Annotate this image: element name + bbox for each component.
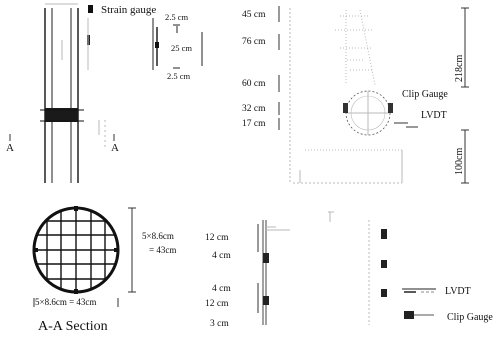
total-height-218: 218cm — [454, 55, 465, 82]
detail-gauge-right-1 — [381, 229, 387, 239]
clip-gauge-label-top: Clip Gauge — [402, 89, 448, 100]
spacing-4-b: 4 cm — [212, 284, 231, 294]
clip-gauge-marker-left — [343, 103, 348, 113]
height-60: 60 cm — [242, 79, 266, 89]
section-a-a-drawing — [32, 206, 136, 307]
section-caption: A-A Section — [38, 319, 108, 334]
test-setup-elevation: 45 cm 76 cm 60 cm 32 cm 17 cm — [242, 6, 469, 184]
total-height-100: 100cm — [454, 148, 465, 175]
column-elevation — [40, 3, 106, 183]
dim-bottom-2-5: 2.5 cm — [167, 71, 191, 81]
strain-gauge-band — [45, 108, 78, 122]
gauge-detail-drawing — [257, 211, 436, 325]
section-dim-right-1: 5×8.6cm — [142, 231, 174, 241]
section-cut-marks: A A — [6, 134, 119, 154]
detail-gauge-left-2 — [263, 296, 269, 305]
height-17: 17 cm — [242, 119, 266, 129]
height-45: 45 cm — [242, 10, 266, 20]
spacing-4-a: 4 cm — [212, 251, 231, 261]
dim-top-2-5: 2.5 cm — [165, 12, 189, 22]
height-32: 32 cm — [242, 104, 266, 114]
detail-gauge-right-3 — [381, 289, 387, 297]
dim-25: 25 cm — [171, 43, 192, 53]
section-mark-left: A — [6, 142, 14, 154]
detail-gauge-left-1 — [263, 253, 269, 263]
clip-gauge-marker-right — [388, 103, 393, 113]
height-76: 76 cm — [242, 37, 266, 47]
spacing-12-bottom: 12 cm — [205, 299, 229, 309]
strain-gauge-legend-icon — [88, 5, 93, 13]
strain-gauge-legend-label: Strain gauge — [101, 4, 156, 16]
lvdt-label-bottom: LVDT — [445, 286, 471, 297]
spacing-3: 3 cm — [210, 319, 229, 329]
detail-gauge-right-2 — [381, 260, 387, 268]
gauge-spacing-dimensions: 2.5 cm 25 cm 2.5 cm — [152, 12, 203, 81]
section-dim-bottom: 5×8.6cm = 43cm — [35, 297, 96, 307]
section-dim-right-2: = 43cm — [149, 245, 176, 255]
clip-gauge-label-bottom: Clip Gauge — [447, 312, 493, 323]
lvdt-label-top: LVDT — [421, 110, 447, 121]
section-mark-right: A — [111, 142, 119, 154]
spacing-12-top: 12 cm — [205, 233, 229, 243]
